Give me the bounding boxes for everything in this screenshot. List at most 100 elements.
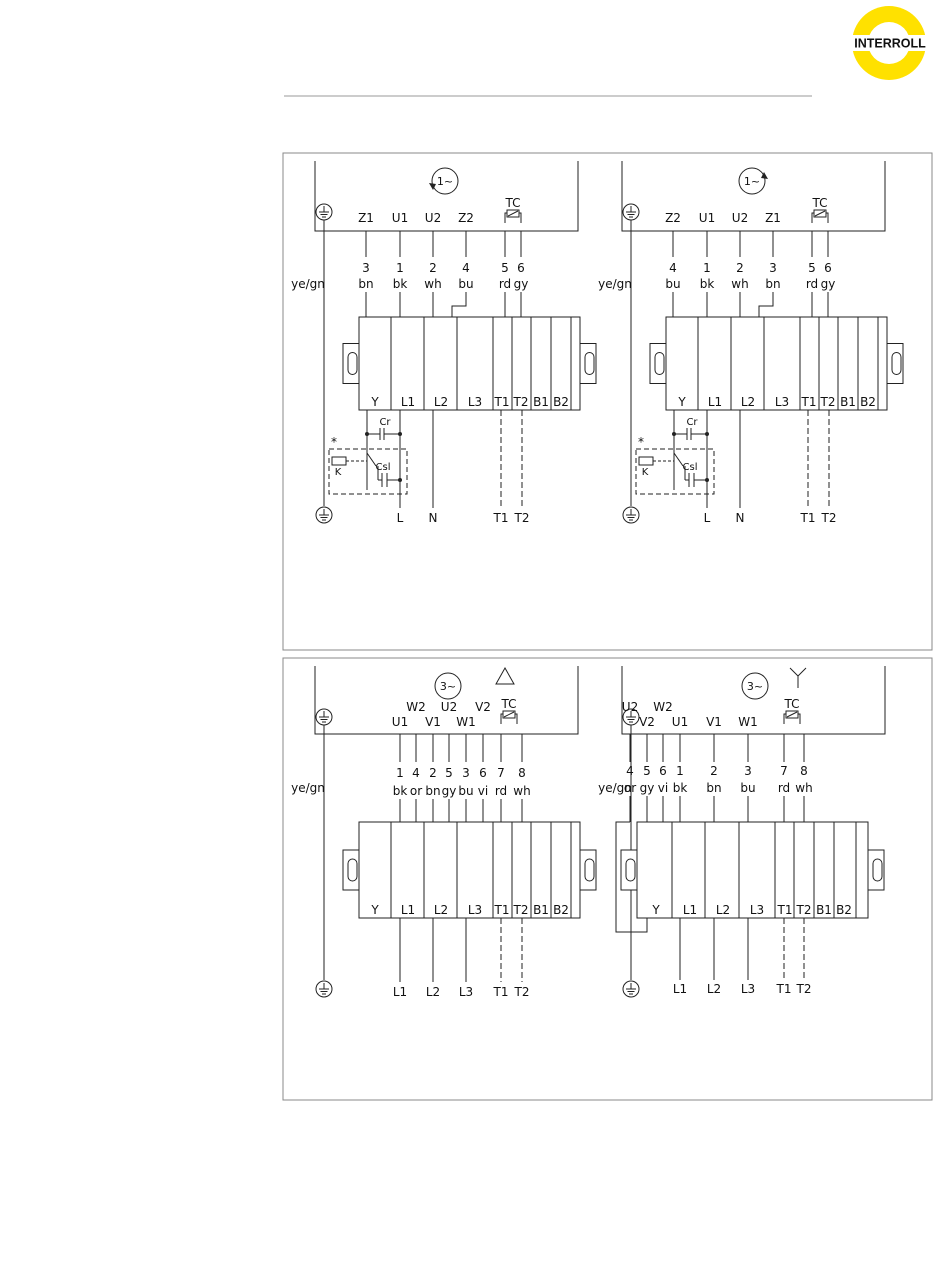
thermal-contact-slash — [814, 210, 826, 217]
ground-icon — [315, 203, 333, 221]
wire-color-vi: vi — [658, 781, 668, 795]
supply-label-L1: L1 — [393, 985, 407, 999]
tc-wire-left — [811, 212, 814, 223]
terminal-number: 7 — [780, 764, 788, 778]
terminal-label-Y: Y — [651, 903, 660, 917]
wire-color-wh: wh — [424, 277, 441, 291]
terminal-label-T1: T1 — [777, 903, 793, 917]
terminal-label-B1: B1 — [840, 395, 856, 409]
supply-label-N: N — [736, 511, 745, 525]
junction-dot — [672, 432, 676, 436]
terminal-label-B2: B2 — [553, 903, 569, 917]
csl-label: Csl — [683, 462, 698, 473]
ground-icon — [315, 708, 333, 726]
wire-color-bn: bn — [425, 784, 440, 798]
terminal-number: 7 — [497, 766, 505, 780]
terminal-label-B1: B1 — [533, 395, 549, 409]
wire-color-bn: bn — [358, 277, 373, 291]
terminal-label-L2: L2 — [716, 903, 730, 917]
terminal-number: 4 — [462, 261, 470, 275]
rotation-circle — [431, 167, 459, 195]
tc-label: TC — [783, 697, 799, 711]
wire-color-bu: bu — [458, 784, 473, 798]
terminal-label-L1: L1 — [401, 903, 415, 917]
terminal-block-body — [636, 821, 869, 919]
terminal-label-L3: L3 — [468, 395, 482, 409]
optional-marker: * — [331, 435, 337, 449]
supply-label-L1: L1 — [673, 982, 687, 996]
terminal-label-T2: T2 — [513, 395, 529, 409]
winding-label-U1: U1 — [392, 715, 408, 729]
terminal-label-B1: B1 — [816, 903, 832, 917]
relay-switch-blade — [366, 452, 377, 467]
terminal-number: 8 — [518, 766, 526, 780]
wire-color-bk: bk — [700, 277, 715, 291]
lead-wire-jog — [758, 292, 774, 317]
mount-slot-right — [584, 352, 595, 375]
wire-color-rd: rd — [778, 781, 790, 795]
terminal-label-B2: B2 — [553, 395, 569, 409]
relay-label: K — [335, 467, 342, 478]
winding-label-U1: U1 — [699, 211, 715, 225]
wire-color-bk: bk — [393, 277, 408, 291]
rotation-icon: 3~ — [741, 672, 769, 700]
ground-icon — [622, 506, 640, 524]
wire-color-bu: bu — [665, 277, 680, 291]
junction-dot — [705, 478, 709, 482]
terminal-number: 4 — [626, 764, 634, 778]
supply-label-T1: T1 — [800, 511, 816, 525]
winding-label-U1: U1 — [392, 211, 408, 225]
wire-color-vi: vi — [478, 784, 488, 798]
supply-label-T2: T2 — [796, 982, 812, 996]
tc-wire-left — [783, 713, 786, 724]
wire-color-bu: bu — [740, 781, 755, 795]
terminal-number: 4 — [669, 261, 677, 275]
winding-label-U2: U2 — [622, 700, 638, 714]
terminal-label-L1: L1 — [401, 395, 415, 409]
wire-color-or: or — [624, 781, 636, 795]
wire-color-rd: rd — [495, 784, 507, 798]
terminal-label-T2: T2 — [820, 395, 836, 409]
ground-icon — [315, 506, 333, 524]
supply-label-T2: T2 — [821, 511, 837, 525]
junction-dot — [365, 432, 369, 436]
rotation-arrow — [429, 183, 436, 190]
terminal-number: 4 — [412, 766, 420, 780]
wire-color-wh: wh — [731, 277, 748, 291]
terminal-label-L1: L1 — [683, 903, 697, 917]
winding-label-Z2: Z2 — [665, 211, 681, 225]
winding-label-W2: W2 — [406, 700, 426, 714]
terminal-label-T1: T1 — [494, 395, 510, 409]
motor-housing — [621, 666, 886, 735]
mount-slot-right — [872, 858, 883, 882]
wire-color-wh: wh — [795, 781, 812, 795]
earth-color-label: ye/gn — [291, 277, 325, 291]
relay-coil-icon — [331, 456, 347, 466]
terminal-number: 3 — [769, 261, 777, 275]
winding-label-Z1: Z1 — [765, 211, 781, 225]
starting-device-outline — [328, 448, 408, 495]
terminal-number: 5 — [445, 766, 453, 780]
wire-color-gy: gy — [514, 277, 529, 291]
csl-label: Csl — [376, 462, 391, 473]
supply-label-L3: L3 — [741, 982, 755, 996]
terminal-number: 1 — [676, 764, 684, 778]
terminal-number: 8 — [800, 764, 808, 778]
starting-device-outline — [635, 448, 715, 495]
relay-switch-blade — [673, 452, 684, 467]
terminal-number: 6 — [517, 261, 525, 275]
thermal-contact-slash — [786, 711, 798, 718]
supply-label-T1: T1 — [493, 511, 509, 525]
logo-text: INTERROLL — [854, 37, 926, 51]
wire-color-bk: bk — [673, 781, 688, 795]
mount-slot-left — [625, 858, 636, 882]
wire-color-gy: gy — [640, 781, 655, 795]
winding-label-Z1: Z1 — [358, 211, 374, 225]
mount-slot-right — [891, 352, 902, 375]
terminal-label-L2: L2 — [434, 395, 448, 409]
